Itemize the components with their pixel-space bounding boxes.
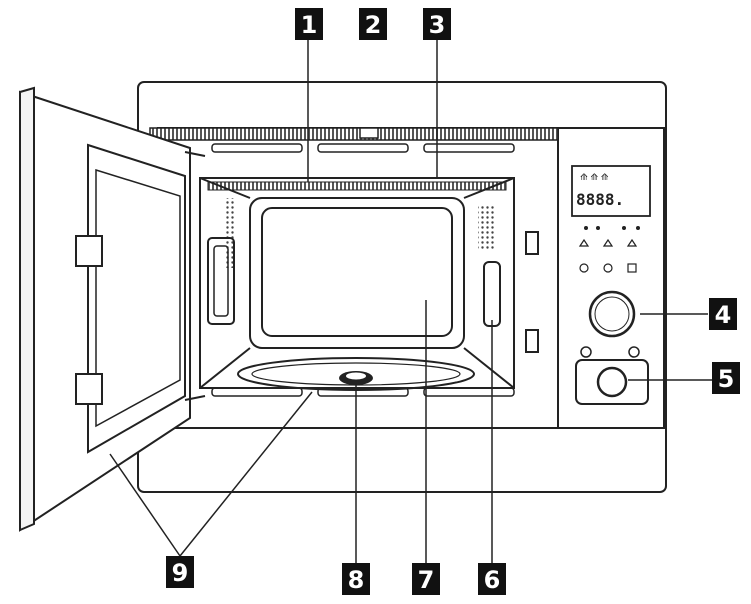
door-edge [19, 86, 35, 532]
hinge-lower [184, 395, 206, 401]
callout-1-label: 1 [301, 11, 318, 39]
callout-7: 7 [412, 563, 440, 595]
top-slots [211, 143, 515, 153]
callout-9-label: 9 [172, 559, 189, 587]
combi-icon[interactable] [626, 238, 638, 247]
door-hook-upper [75, 235, 103, 267]
callout-6: 6 [478, 563, 506, 595]
back-wall-outer [249, 197, 465, 349]
leader-9a [109, 453, 181, 557]
callout-4: 4 [709, 298, 737, 330]
stop-icon[interactable] [580, 346, 592, 358]
waveguide-cover-left [207, 237, 235, 325]
hinge-upper [184, 151, 206, 157]
grill-icon[interactable] [602, 238, 614, 247]
door-lock-slots [525, 231, 539, 353]
control-panel [557, 127, 665, 429]
callout-7-label: 7 [418, 566, 435, 594]
callout-9: 9 [166, 556, 194, 588]
door-hook-lower [75, 373, 103, 405]
coupling-highlight [346, 372, 366, 380]
waveguide-cover-right [483, 261, 501, 327]
leader-9b [179, 391, 313, 557]
control-dial-rim [594, 296, 630, 332]
callout-6-label: 6 [484, 566, 501, 594]
callout-5-label: 5 [718, 365, 735, 393]
callout-2: 2 [359, 8, 387, 40]
display-digits: 8888. [576, 190, 624, 209]
callout-1: 1 [295, 8, 323, 40]
callout-8-label: 8 [348, 566, 365, 594]
waveguide-cover-left-inner [213, 245, 229, 317]
door-outer [19, 90, 191, 532]
right-wall-vents [478, 206, 494, 250]
door-frame [87, 143, 186, 454]
callout-4-label: 4 [715, 301, 732, 329]
callout-3: 3 [423, 8, 451, 40]
bottom-slots [211, 387, 515, 397]
callout-5: 5 [712, 362, 740, 394]
clock-icon[interactable] [627, 263, 637, 273]
display-window [571, 165, 651, 217]
door-latch-slot [359, 127, 379, 139]
control-dial[interactable] [588, 290, 636, 338]
leader-lines [109, 32, 712, 566]
auto-cook-icon[interactable] [603, 263, 613, 273]
oven-cavity [199, 177, 515, 389]
lock-slot-upper [525, 231, 539, 255]
callout-3-label: 3 [429, 11, 446, 39]
callout-8: 8 [342, 563, 370, 595]
display-top-icons: ⟰ ⟰ ⟰ [580, 173, 609, 183]
door-window [95, 168, 181, 428]
grill-element [207, 181, 507, 191]
start-icon[interactable] [628, 346, 640, 358]
microwave-power-icon[interactable] [578, 238, 590, 247]
indicator-dots [584, 226, 640, 230]
door [19, 86, 206, 532]
control-panel-contents: ⟰ ⟰ ⟰ 8888. [571, 165, 651, 405]
lock-slot-lower [525, 329, 539, 353]
callout-2-label: 2 [365, 11, 382, 39]
defrost-icon[interactable] [579, 263, 589, 273]
top-vent-strip [149, 127, 559, 141]
back-wall-inner [261, 207, 453, 337]
door-release-button[interactable] [596, 366, 628, 398]
cavity-outline [199, 177, 515, 389]
left-wall-vents [226, 198, 236, 268]
